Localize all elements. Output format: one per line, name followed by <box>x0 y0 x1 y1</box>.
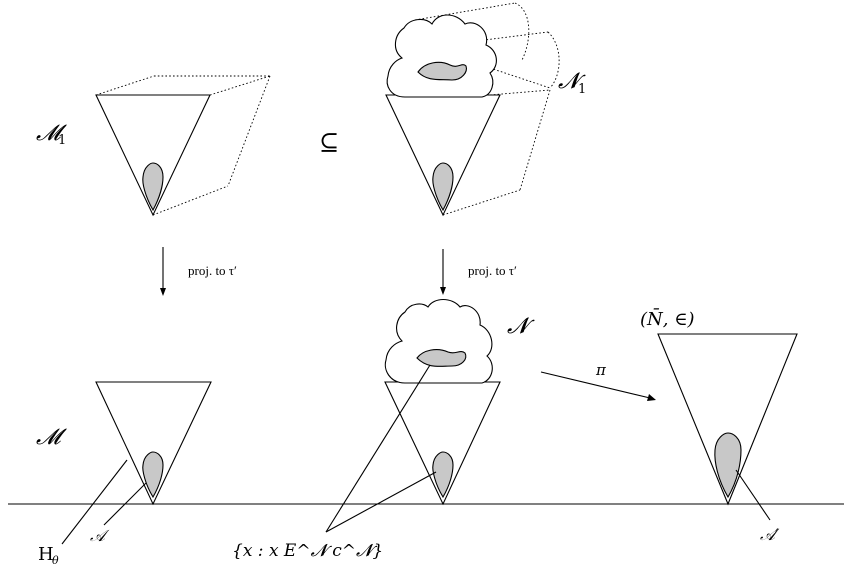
subset-symbol: ⊆ <box>319 128 339 156</box>
n1-teardrop <box>432 162 454 212</box>
label-n: 𝓝 <box>507 314 535 339</box>
h-theta-pointer <box>61 459 128 545</box>
n-structure <box>325 298 501 533</box>
label-n1-sub: 1 <box>578 82 586 97</box>
label-proj-left: proj. to τ′ <box>188 263 237 278</box>
m-structure <box>61 381 212 545</box>
proj-arrow-right <box>440 249 446 295</box>
label-nbar: (N̄, ∈) <box>640 307 695 330</box>
n-wing-shape <box>416 349 467 367</box>
m-cone <box>95 381 212 506</box>
set-pointer-top <box>325 364 431 533</box>
label-m: 𝓜 <box>36 425 67 450</box>
label-a-prime: 𝒜′ <box>760 525 780 544</box>
n-teardrop <box>432 451 454 499</box>
nbar-cone <box>657 333 798 506</box>
label-proj-right: proj. to τ′ <box>468 263 517 278</box>
n-cloud <box>384 298 493 384</box>
n1-cylinders <box>414 2 560 216</box>
proj-arrow-left <box>160 247 166 296</box>
label-a: 𝒜 <box>90 526 110 545</box>
nbar-structure <box>657 333 798 521</box>
m1-cone <box>95 94 211 217</box>
nbar-teardrop <box>714 432 742 499</box>
a-prime-pointer <box>735 469 771 521</box>
n1-cloud <box>386 14 497 98</box>
m1-structure <box>95 75 271 217</box>
m1-teardrop <box>142 162 164 212</box>
label-h-theta: H <box>38 544 54 565</box>
label-h-theta-sub: θ <box>52 554 59 567</box>
label-set-expression: {x : x E^𝓝 c^𝓝} <box>232 541 383 561</box>
a-pointer <box>103 482 147 526</box>
m1-prism <box>95 75 271 216</box>
pi-arrow <box>540 371 656 401</box>
label-pi: π <box>595 361 607 379</box>
set-pointer-bottom <box>325 471 437 533</box>
n1-wing-shape <box>417 61 467 81</box>
label-m1-sub: 1 <box>58 133 66 148</box>
m-teardrop <box>142 451 164 499</box>
n1-structure <box>385 2 560 217</box>
